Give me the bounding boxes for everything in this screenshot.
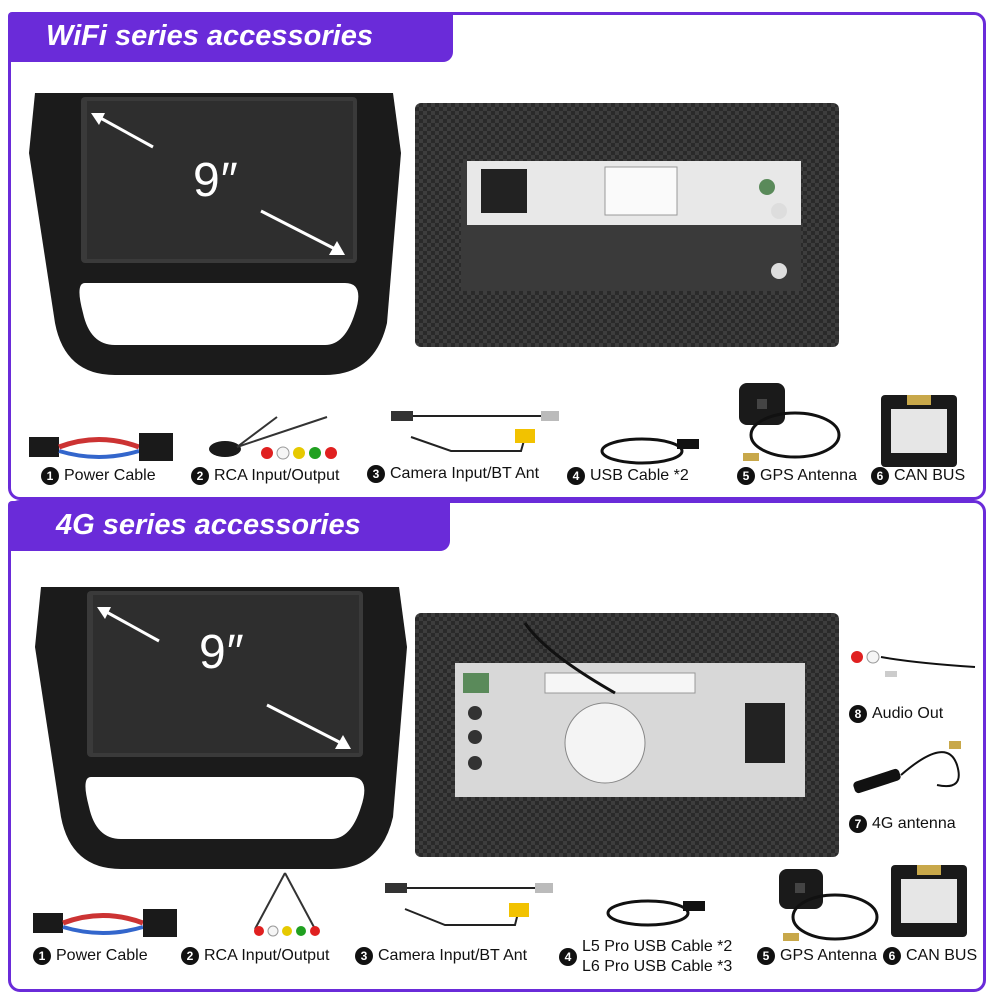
number-badge: 2 [181, 947, 199, 965]
power-cable-image [29, 427, 179, 472]
4g-item-6-label: CAN BUS [906, 947, 978, 964]
wifi-item-6: 6 CAN BUS [871, 467, 965, 485]
4g-item-4-label-line1: L5 Pro USB Cable *2 [582, 938, 733, 955]
head-unit-back-image [415, 103, 839, 352]
4g-item-4: 4 L5 Pro USB Cable *2 L6 Pro USB Cable *3 [559, 937, 732, 977]
canbus-box-image [889, 863, 969, 944]
wifi-item-2-label: RCA Input/Output [214, 467, 340, 484]
number-badge: 5 [737, 467, 755, 485]
4g-section: 4G series accessories 9″ [8, 500, 986, 992]
number-badge: 8 [849, 705, 867, 723]
screen-size-label: 9″ [199, 626, 245, 679]
number-badge: 2 [191, 467, 209, 485]
4g-item-2: 2 RCA Input/Output [181, 947, 329, 965]
usb-cable-image [597, 429, 707, 474]
number-badge: 1 [33, 947, 51, 965]
number-badge: 7 [849, 815, 867, 833]
gps-antenna-image [733, 375, 843, 475]
rca-cable-image [207, 397, 357, 474]
wifi-section-title: WiFi series accessories [8, 12, 453, 62]
wifi-item-2: 2 RCA Input/Output [191, 467, 339, 485]
screen-size-label: 9″ [193, 154, 239, 207]
camera-bt-cable-image [385, 879, 555, 940]
number-badge: 3 [355, 947, 373, 965]
4g-item-2-label: RCA Input/Output [204, 947, 330, 964]
4g-item-3: 3 Camera Input/BT Ant [355, 947, 527, 965]
4g-item-1: 1 Power Cable [33, 947, 148, 965]
head-unit-back-image [415, 613, 839, 862]
4g-item-6: 6 CAN BUS [883, 947, 977, 965]
rca-cable-image [235, 869, 335, 946]
4g-item-1-label: Power Cable [56, 947, 148, 964]
wifi-item-6-label: CAN BUS [894, 467, 966, 484]
4g-antenna-image [847, 735, 977, 810]
wifi-item-4-label: USB Cable *2 [590, 467, 689, 484]
camera-bt-cable-image [391, 407, 561, 464]
usb-cable-image [603, 891, 713, 936]
wifi-item-5: 5 GPS Antenna [737, 467, 857, 485]
head-unit-front-image: 9″ [31, 577, 411, 877]
4g-item-3-label: Camera Input/BT Ant [378, 947, 528, 964]
wifi-item-4: 4 USB Cable *2 [567, 467, 689, 485]
wifi-item-3: 3 Camera Input/BT Ant [367, 465, 539, 483]
power-cable-image [33, 903, 183, 948]
4g-item-4-label-line2: L6 Pro USB Cable *3 [582, 958, 733, 975]
head-unit-front-image: 9″ [25, 83, 405, 383]
number-badge: 3 [367, 465, 385, 483]
number-badge: 6 [883, 947, 901, 965]
canbus-box-image [879, 393, 959, 474]
4g-section-title: 4G series accessories [8, 501, 450, 551]
audio-out-cable-image [845, 623, 985, 698]
4g-item-5: 5 GPS Antenna [757, 947, 877, 965]
wifi-item-3-label: Camera Input/BT Ant [390, 465, 540, 482]
wifi-section: WiFi series accessories 9″ [8, 12, 986, 500]
4g-item-7-label: 4G antenna [872, 815, 956, 832]
number-badge: 1 [41, 467, 59, 485]
number-badge: 4 [559, 948, 577, 966]
4g-item-5-label: GPS Antenna [780, 947, 877, 964]
number-badge: 4 [567, 467, 585, 485]
wifi-item-1: 1 Power Cable [41, 467, 156, 485]
number-badge: 6 [871, 467, 889, 485]
wifi-item-5-label: GPS Antenna [760, 467, 857, 484]
4g-item-8: 8 Audio Out [849, 705, 943, 723]
wifi-item-1-label: Power Cable [64, 467, 156, 484]
4g-item-8-label: Audio Out [872, 705, 944, 722]
number-badge: 5 [757, 947, 775, 965]
gps-antenna-image [773, 861, 883, 956]
4g-item-7: 7 4G antenna [849, 815, 956, 833]
